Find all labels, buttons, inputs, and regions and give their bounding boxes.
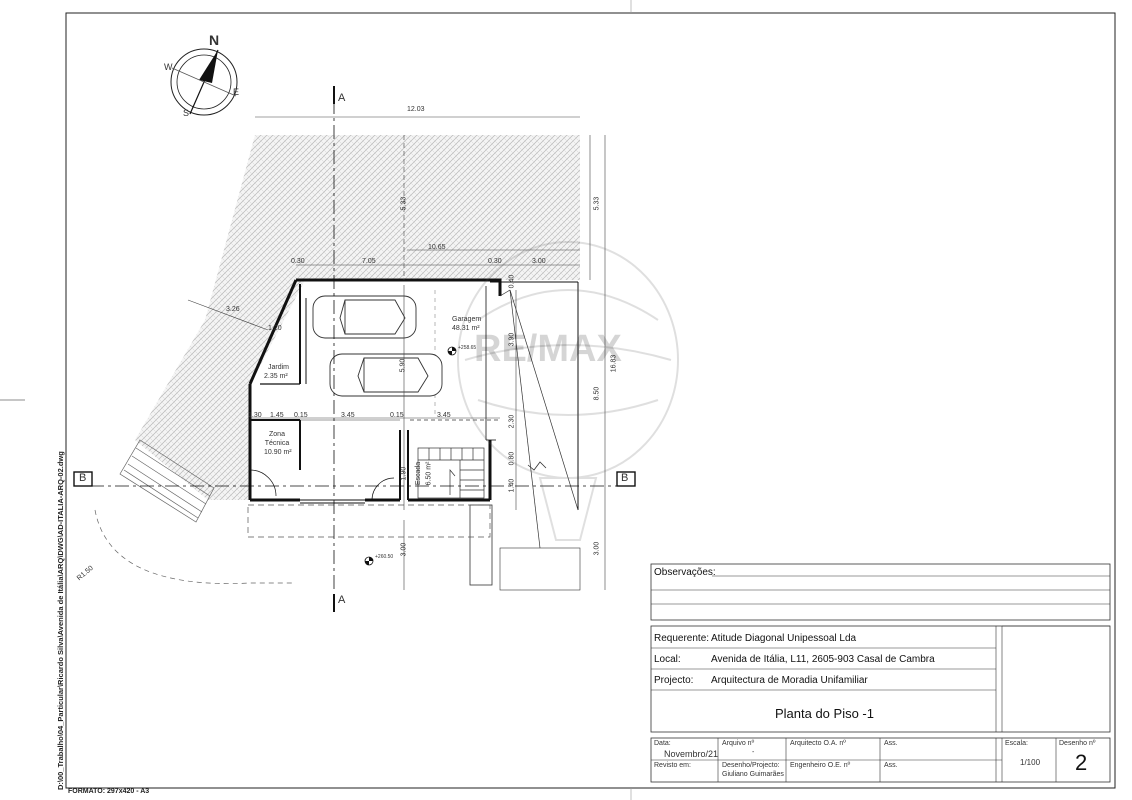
level-marker-icon: [364, 556, 374, 566]
data-value: Novembro/21: [664, 749, 719, 759]
room-garden-name: Jardim: [268, 364, 290, 371]
ass1-label: Ass.: [884, 740, 898, 747]
section-mark-a-top: A: [338, 92, 346, 104]
dim-326: 3.26: [226, 306, 240, 313]
dim-inner-width: 10.65: [428, 244, 446, 251]
desenho-no-label: Desenho nº: [1059, 740, 1096, 747]
sheet-border: [65, 12, 1116, 789]
requerente-value: Atitude Diagonal Unipessoal Lda: [711, 633, 857, 644]
compass-e: E: [233, 87, 240, 97]
dimension-lines: [187, 116, 606, 590]
dim-300: 3.00: [532, 258, 546, 265]
dim-row-145: 1.45: [270, 412, 284, 419]
dim-row-345b: 3.45: [437, 412, 451, 419]
dim-row-130: 1.30: [248, 412, 262, 419]
local-label: Local:: [654, 654, 681, 665]
sheet-title: Planta do Piso -1: [774, 706, 874, 721]
car-top: [312, 295, 417, 339]
terrain-hatch: [135, 135, 580, 500]
north-compass-icon: [170, 48, 238, 116]
room-tech-name: Zona Técnica: [264, 431, 290, 447]
escala-value: 1/100: [1020, 758, 1041, 767]
projecto-label: Projecto:: [654, 675, 694, 686]
dim-030a: 0.30: [291, 258, 305, 265]
revisto-label: Revisto em:: [654, 762, 691, 769]
room-garage-level: +258.65: [458, 345, 477, 351]
section-mark-a-bottom: A: [338, 594, 346, 606]
dim-120: 1.20: [268, 325, 282, 332]
compass-w: W: [164, 62, 173, 72]
remax-watermark: [457, 241, 679, 541]
local-value: Avenida de Itália, L11, 2605-903 Casal d…: [711, 654, 935, 665]
dim-705: 7.05: [362, 258, 376, 265]
escala-label: Escala:: [1005, 740, 1028, 747]
arquitecto-label: Arquitecto O.A. nº: [790, 740, 846, 747]
car-bottom: [329, 353, 443, 397]
external-stairs: [94, 439, 295, 584]
dim-row-345a: 3.45: [341, 412, 355, 419]
dim-row-015a: 0.15: [294, 412, 308, 419]
format-label: FORMATO: 297x420 - A3: [68, 788, 150, 795]
compass-n: N: [209, 32, 220, 48]
requerente-label: Requerente:: [654, 633, 710, 644]
arquivo-value: -: [752, 749, 755, 756]
dim-row-015b: 0.15: [390, 412, 404, 419]
section-mark-b-left: B: [79, 472, 87, 484]
projecto-value: Arquitectura de Moradia Unifamiliar: [711, 675, 868, 686]
desenho-projecto-value: Giuliano Guimarães: [722, 771, 784, 778]
watermark-text: RE/MAX: [474, 328, 622, 370]
dim-030b: 0.30: [488, 258, 502, 265]
staircase: [417, 447, 485, 499]
arquivo-label: Arquivo nº: [722, 740, 755, 747]
desenho-projecto-label: Desenho/Projecto:: [722, 762, 780, 769]
dim-total-width: 12.03: [407, 106, 425, 113]
desenho-no-value: 2: [1075, 750, 1088, 775]
observacoes-label: Observações:: [654, 567, 716, 578]
section-line-b: [73, 471, 636, 487]
data-label: Data:: [654, 740, 671, 747]
room-garden-area: 2.35 m²: [264, 373, 288, 380]
ass2-label: Ass.: [884, 762, 898, 769]
outside-level: +260.50: [375, 554, 394, 560]
file-path: D:\00_Trabalho\04_Particular\Ricardo Sil…: [56, 451, 65, 790]
level-marker-icon: [447, 346, 457, 356]
building-walls: [248, 278, 579, 510]
room-garage-name: Garagem: [452, 316, 482, 323]
engenheiro-label: Engenheiro O.E. nº: [790, 762, 851, 769]
compass-s: S: [183, 108, 190, 118]
room-tech-area: 10.90 m²: [264, 449, 292, 456]
slab-outline: [247, 504, 491, 538]
room-garage-area: 48.31 m²: [452, 325, 480, 332]
section-mark-b-right: B: [621, 472, 629, 484]
